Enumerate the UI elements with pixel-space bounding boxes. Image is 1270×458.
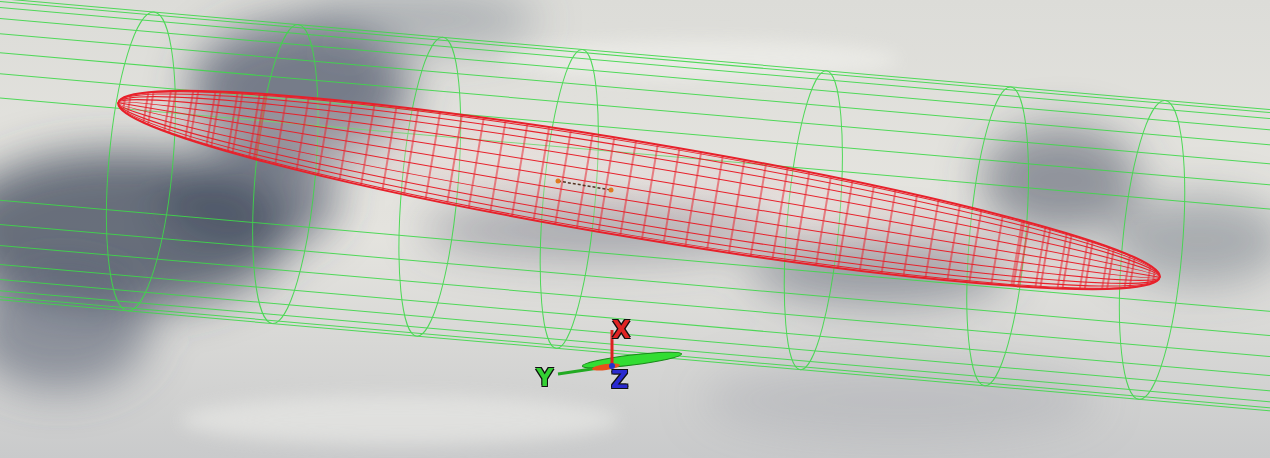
ellipsoid-wireframe bbox=[97, 42, 1182, 339]
axis-label: Z bbox=[611, 368, 628, 392]
axis-label: X bbox=[612, 318, 631, 342]
cylinder-wireframe bbox=[0, 0, 1270, 424]
axis-label: Y bbox=[536, 366, 553, 390]
center-marker bbox=[556, 179, 614, 193]
